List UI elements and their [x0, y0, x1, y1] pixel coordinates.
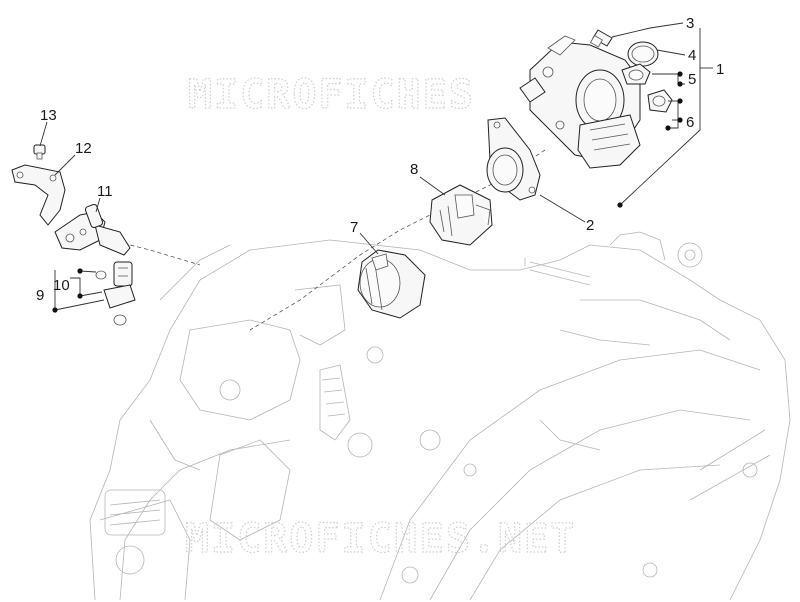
bracket-12: [11, 164, 66, 226]
screw-13: [33, 144, 46, 160]
clamp-8: [429, 184, 493, 246]
callout-2: 2: [586, 217, 594, 234]
callout-13: 13: [40, 107, 57, 124]
callout-4: 4: [688, 47, 696, 64]
callout-11: 11: [97, 183, 113, 200]
leader-lines: [39, 22, 713, 311]
callout-8: 8: [410, 161, 418, 178]
injector-9: [95, 261, 136, 326]
injector-holder-11: [54, 203, 131, 256]
engine-block: [89, 231, 791, 601]
adapter-flange-2: [486, 117, 541, 201]
watermark-bottom: MICROFICHES.NET: [185, 516, 576, 562]
watermark-top: MICROFICHES: [188, 72, 475, 118]
callout-6: 6: [686, 114, 694, 131]
gasket-5: [621, 63, 651, 85]
reference-dots: [52, 71, 683, 313]
callout-7: 7: [350, 219, 358, 236]
callout-9: 9: [36, 287, 44, 304]
assembly-lines: [109, 149, 546, 331]
callout-3: 3: [686, 15, 694, 32]
throttle-body: [519, 35, 641, 169]
callout-5: 5: [688, 71, 696, 88]
callout-1: 1: [716, 61, 724, 78]
callout-labels: 1 2 3 4 5 6 7 8 9 10 11 12 13: [36, 15, 724, 304]
callout-10: 10: [53, 277, 70, 294]
callout-12: 12: [75, 140, 92, 157]
clamp-7: [357, 249, 426, 319]
o-ring-4-inner: [631, 45, 655, 63]
screw-3: [589, 29, 613, 48]
gasket-6: [647, 89, 673, 113]
